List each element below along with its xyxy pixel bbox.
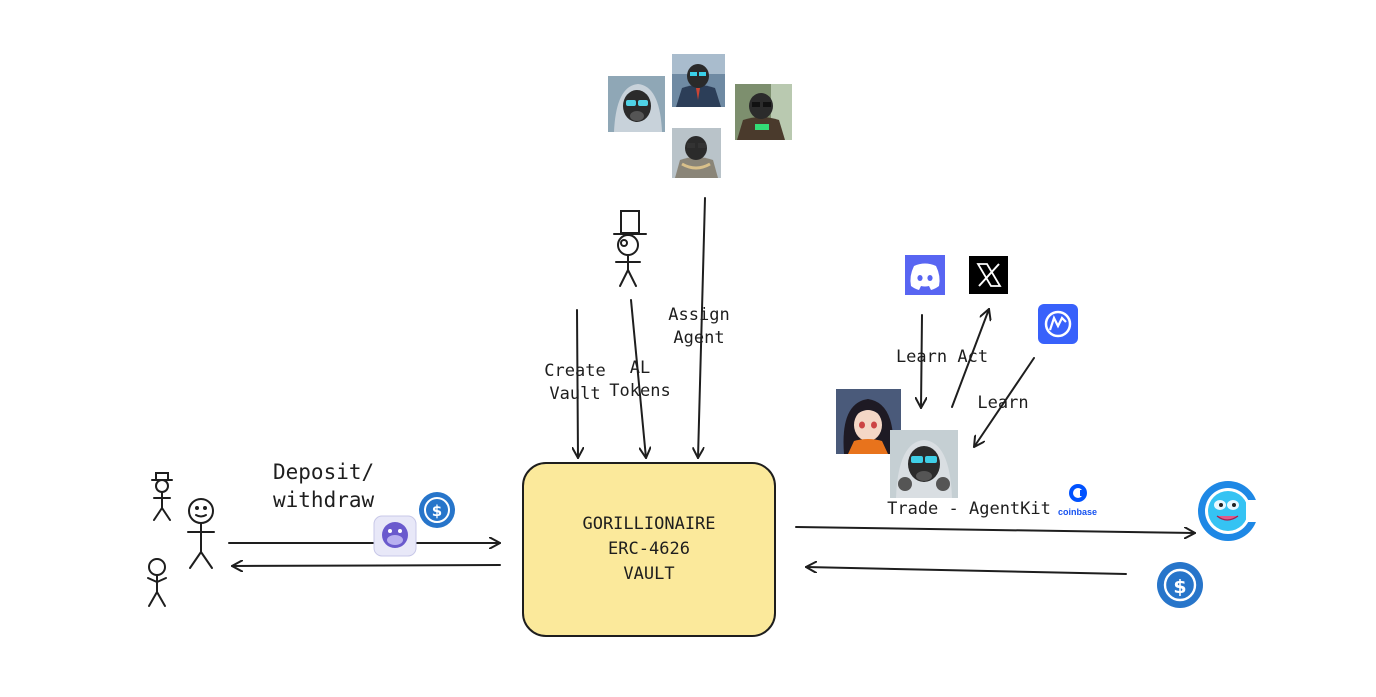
assign-agent-arrow [698,197,706,458]
svg-text:$: $ [1173,576,1186,598]
user-stick-figures [147,210,647,607]
create-vault-arrow [577,309,578,458]
gorilla-agent-avatar [890,430,958,498]
gorilla-app-icon [373,515,417,557]
learn-label: Learn [977,393,1029,413]
gorillionaire-vault-box: GORILLIONAIRE ERC-4626 VAULT [522,462,776,637]
act-to-x-arrow [951,309,989,408]
small-user-figure [147,558,167,607]
al-tokens-label: AL Tokens [609,358,671,401]
cmc-learn-arrow [974,357,1035,447]
learn-act-label: Learn Act [895,347,989,367]
discord-icon [905,255,945,295]
assign-agent-label: Assign Agent [668,305,730,348]
deposit-withdraw-label: Deposit/ withdraw [273,460,375,512]
usdc-coin-icon: $ [1157,562,1203,608]
top-hat-creator-figure [613,210,647,287]
usdc-coin-icon: $ [419,492,455,528]
gorilla-agent-avatar [672,128,721,178]
coinbase-wordmark: coinbase [1058,507,1098,517]
vault-label: GORILLIONAIRE ERC-4626 VAULT [582,514,716,584]
gorilla-agent-avatar [608,76,665,132]
trade-arrow [795,526,1195,533]
create-vault-label: Create Vault [544,361,606,404]
x-logo-icon [969,256,1008,294]
main-user-figure [187,498,215,569]
pepe-token-icon [1198,481,1260,541]
return-arrow [806,567,1127,575]
al-tokens-arrow [630,299,646,458]
coinbase-logo-icon [1069,484,1087,502]
flow-arrows [228,197,1195,575]
discord-learn-arrow [921,314,922,408]
gorilla-agent-avatar [735,84,792,140]
coinmarketcap-icon [1038,304,1078,344]
svg-text:$: $ [432,502,442,520]
withdraw-arrow [232,565,501,566]
gorilla-agent-avatar [672,54,725,107]
hat-user-figure [151,472,173,521]
trade-agentkit-label: Trade - AgentKit [887,499,1051,519]
